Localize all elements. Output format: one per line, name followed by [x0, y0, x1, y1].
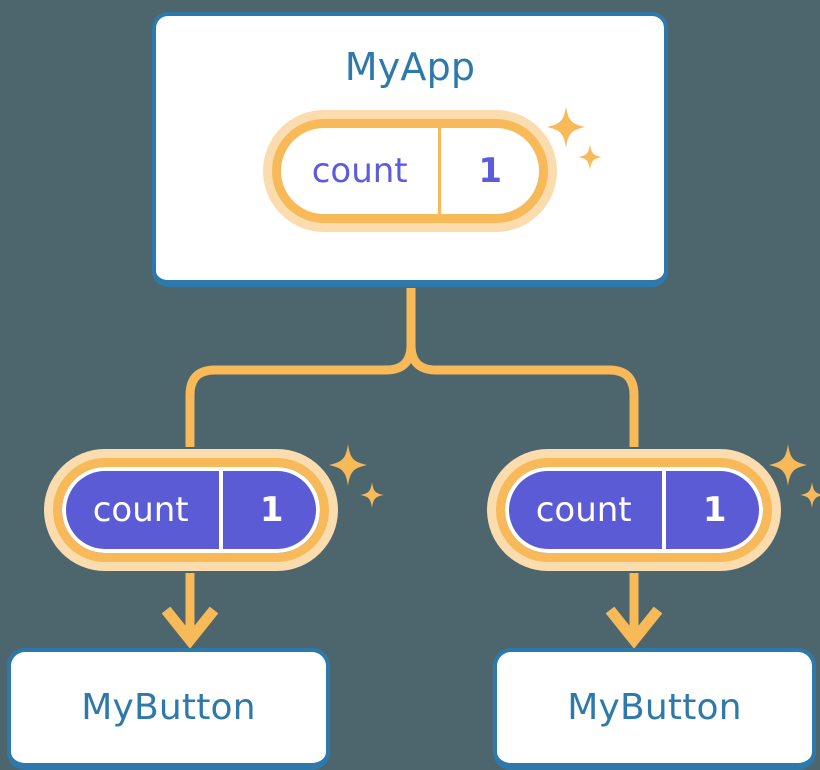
- state-pill-myapp[interactable]: count 1: [263, 110, 557, 232]
- state-key-label: count: [92, 490, 189, 530]
- component-card-mybutton-right[interactable]: MyButton: [493, 648, 816, 770]
- state-value-label: 1: [438, 128, 539, 214]
- state-key-label: count: [311, 151, 408, 191]
- arrowhead-right-icon: [605, 606, 663, 649]
- state-pill-right[interactable]: count 1: [487, 449, 781, 571]
- state-pill-left[interactable]: count 1: [44, 449, 338, 571]
- sparkle-large-icon: [769, 444, 807, 486]
- state-value-label: 1: [662, 467, 763, 553]
- state-pill-body: count 1: [272, 119, 548, 223]
- connector-right-branch: [406, 344, 639, 447]
- sparkle-large-icon: [329, 444, 367, 486]
- state-key-label: count: [535, 490, 632, 530]
- component-card-mybutton-left[interactable]: MyButton: [7, 648, 330, 770]
- page-title: MyApp: [344, 45, 476, 89]
- component-title: MyButton: [567, 686, 742, 728]
- state-pill-body: count 1: [496, 458, 772, 562]
- arrowhead-left-icon: [161, 606, 219, 649]
- connector-left-branch: [185, 344, 416, 447]
- sparkle-small-icon: [360, 482, 384, 508]
- component-title: MyButton: [81, 686, 256, 728]
- sparkle-small-icon: [800, 482, 820, 508]
- state-pill-body: count 1: [53, 458, 329, 562]
- state-value-label: 1: [219, 467, 320, 553]
